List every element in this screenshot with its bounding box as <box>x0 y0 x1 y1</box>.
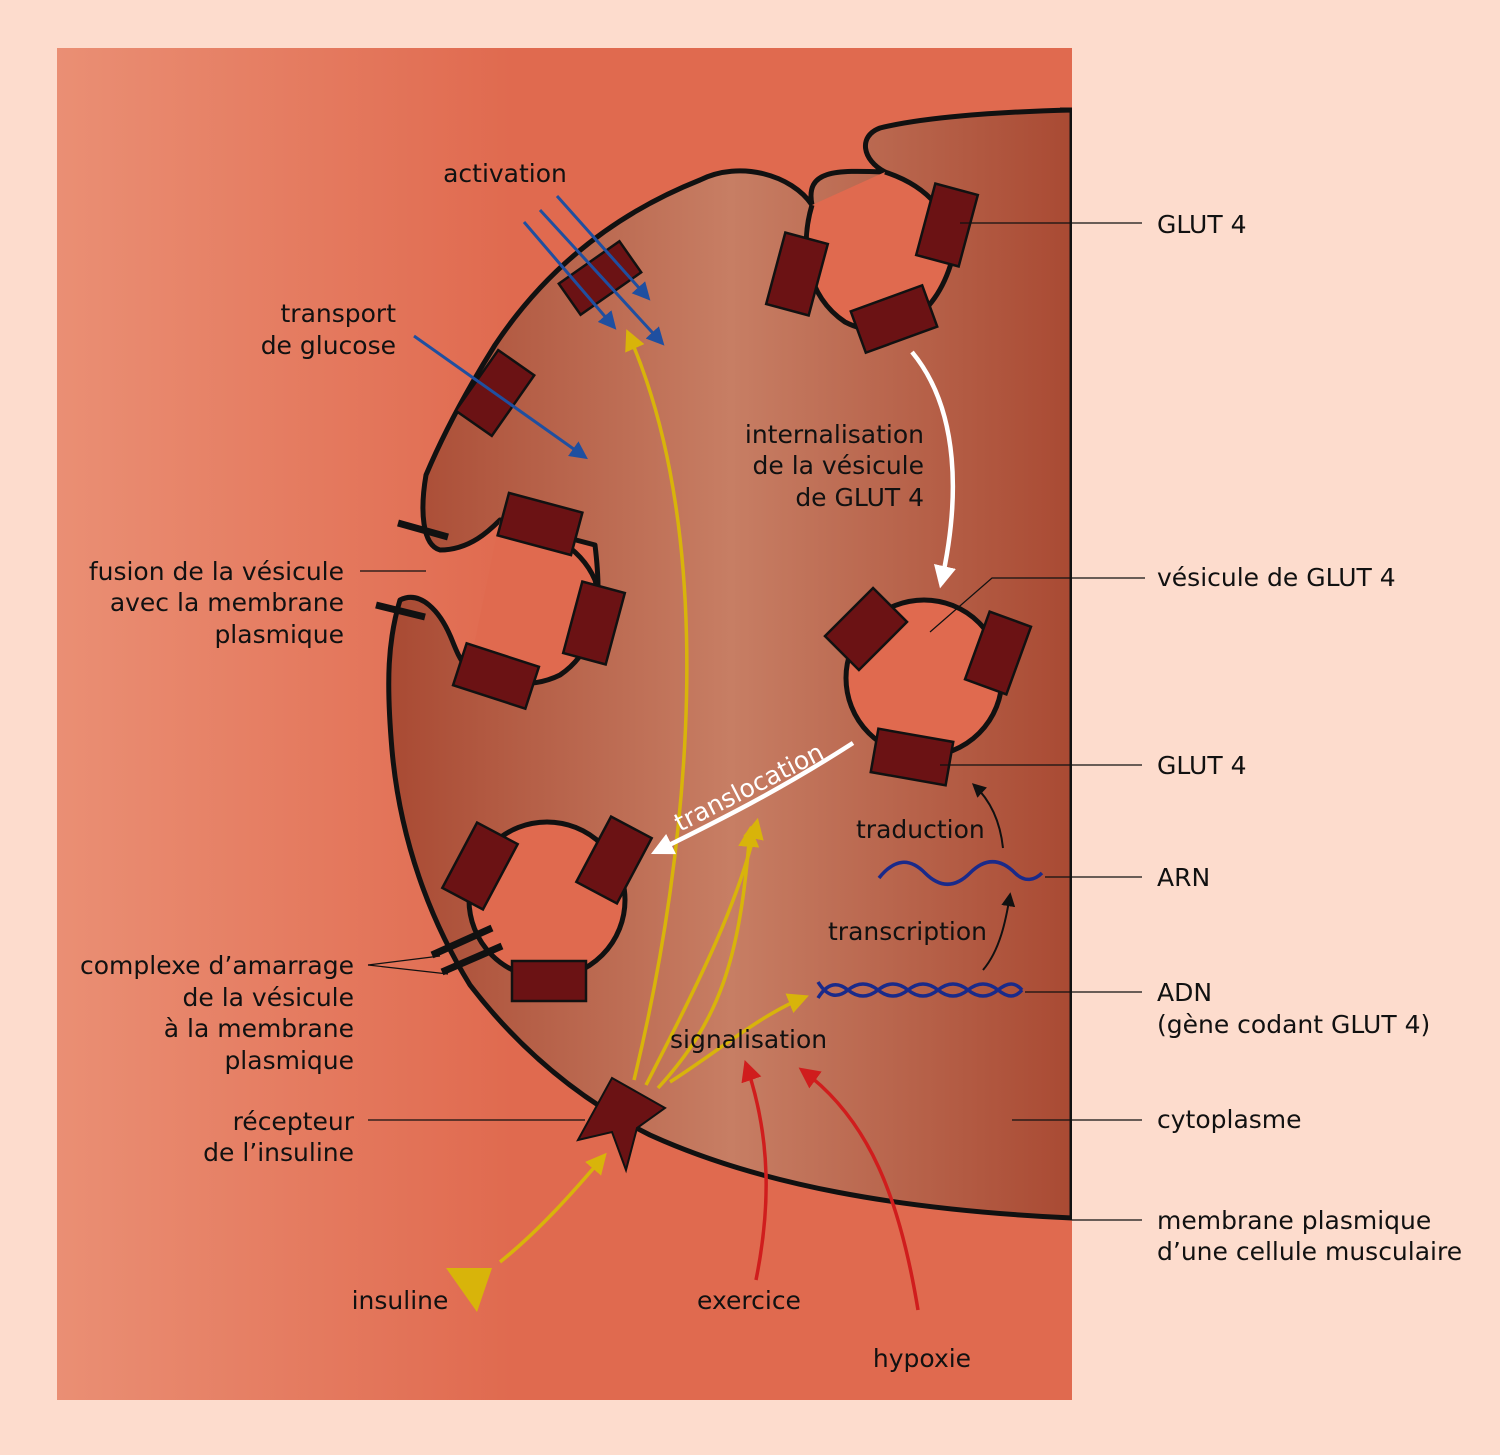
signal-to-activation-arrow <box>625 329 689 1081</box>
activation-arrow-1 <box>522 221 617 330</box>
traduction-arrow <box>971 783 1004 849</box>
label-docking-1: complexe d’amarrage <box>80 951 354 980</box>
signal-to-translocation-arrow-2 <box>656 825 760 1090</box>
label-transport-2: de glucose <box>261 331 396 360</box>
rna-strand <box>877 860 1044 886</box>
label-hypoxia: hypoxie <box>873 1344 971 1373</box>
label-activation: activation <box>443 159 567 188</box>
signal-to-transcription-arrow <box>669 993 809 1084</box>
internalization-arrow <box>910 350 956 589</box>
glut4-fusing-3 <box>451 641 541 711</box>
docking-complex-bar-1 <box>430 924 494 959</box>
transcription-arrow <box>982 892 1016 971</box>
label-cytoplasm: cytoplasme <box>1157 1105 1302 1134</box>
label-exercise: exercice <box>697 1286 801 1315</box>
label-internalisation-3: de GLUT 4 <box>795 483 924 512</box>
exercise-arrow <box>741 1060 768 1281</box>
label-vesicle: vésicule de GLUT 4 <box>1157 563 1396 592</box>
label-transcription: transcription <box>828 917 987 946</box>
label-membrane-2: d’une cellule musculaire <box>1157 1237 1462 1266</box>
label-signalisation: signalisation <box>670 1025 827 1054</box>
label-internalisation-2: de la vésicule <box>753 451 924 480</box>
activation-arrow-3 <box>555 195 651 301</box>
label-receptor-1: récepteur <box>233 1107 355 1136</box>
label-adn-2: (gène codant GLUT 4) <box>1157 1010 1430 1039</box>
glut4-internal-1 <box>764 231 830 317</box>
label-docking-2: de la vésicule <box>183 983 354 1012</box>
glut4-fusing-1 <box>496 491 584 557</box>
fusion-membrane-tick-bottom <box>375 601 426 621</box>
glut4-vesicle-3 <box>869 727 955 787</box>
label-glut4-top: GLUT 4 <box>1157 210 1246 239</box>
dna-strand-b <box>816 982 1024 999</box>
fusion-membrane-tick-top <box>397 519 449 541</box>
translocation-arrow <box>650 741 855 855</box>
glut4-docked-3 <box>510 959 588 1003</box>
label-docking-3: à la membrane <box>164 1014 354 1043</box>
insulin-to-receptor-arrow <box>498 1152 607 1264</box>
label-transport-1: transport <box>280 299 396 328</box>
activation-arrow-2 <box>538 208 665 346</box>
leader-vesicle <box>929 577 1145 633</box>
glucose-transport-arrow <box>413 334 588 460</box>
label-insulin: insuline <box>352 1286 449 1315</box>
glut4-internal-2 <box>914 182 980 268</box>
leader-docking-2 <box>367 964 449 975</box>
glut4-docked-1 <box>440 820 520 912</box>
glut4-fusing-2 <box>561 580 627 666</box>
insulin-receptor <box>576 1076 667 1174</box>
docking-complex-bar-2 <box>440 942 504 976</box>
insulin-molecule <box>446 1268 492 1312</box>
label-adn-1: ADN <box>1157 978 1212 1007</box>
label-fusion-2: avec la membrane <box>110 588 344 617</box>
leader-docking-1 <box>367 955 441 966</box>
glut4-internal-3 <box>849 283 939 355</box>
label-fusion-3: plasmique <box>214 620 344 649</box>
glut4-docked-2 <box>574 814 654 906</box>
label-traduction: traduction <box>856 815 985 844</box>
hypoxia-arrow <box>798 1067 920 1311</box>
label-fusion-1: fusion de la vésicule <box>89 557 344 586</box>
label-docking-4: plasmique <box>224 1046 354 1075</box>
label-internalisation-1: internalisation <box>745 420 924 449</box>
label-membrane-1: membrane plasmique <box>1157 1206 1431 1235</box>
label-arn: ARN <box>1157 863 1210 892</box>
dna-strand-a <box>816 981 1024 998</box>
glut4-vesicle-1 <box>823 586 909 672</box>
glut4-vesicle-2 <box>963 610 1033 696</box>
label-receptor-2: de l’insuline <box>203 1138 354 1167</box>
label-glut4-mid: GLUT 4 <box>1157 751 1246 780</box>
